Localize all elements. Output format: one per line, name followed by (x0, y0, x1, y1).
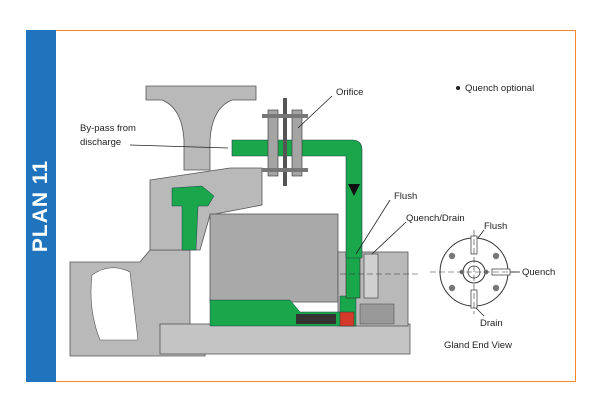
orifice-leader (297, 95, 333, 129)
gland-drain-label: Drain (480, 318, 503, 329)
gland-flush-leader (477, 229, 485, 239)
gland-end-view-label: Gland End View (444, 340, 512, 351)
plan-title-bar (26, 30, 56, 382)
flush-fluid-chamber (171, 185, 215, 251)
bypass-label-line2: discharge (80, 137, 121, 148)
gland-quench-label: Quench (522, 267, 555, 278)
quench-drain-leader (371, 221, 407, 255)
gland-end-view (430, 230, 520, 314)
bypass-pipe (231, 139, 363, 259)
gland-drain-leader (475, 307, 485, 317)
bypass-label-line1: By-pass from (80, 123, 136, 134)
seal-sleeve-detail (359, 303, 395, 325)
bypass-leader (129, 144, 229, 149)
quench-port (363, 253, 379, 299)
quench-optional-label: Quench optional (465, 83, 534, 94)
orifice-flange-left (267, 109, 279, 177)
seal-spring (296, 314, 336, 324)
quench-optional-bullet (456, 86, 460, 90)
flush-port (345, 253, 361, 299)
orifice-bolt-top (262, 114, 308, 118)
orifice-bolt-bottom (262, 168, 308, 172)
seal-gland (209, 213, 339, 303)
orifice-label: Orifice (336, 87, 363, 98)
seal-face-red (339, 311, 355, 327)
gland-flush-label: Flush (484, 221, 507, 232)
quench-drain-label: Quench/Drain (406, 213, 465, 224)
orifice-plate (283, 98, 287, 186)
flush-leader (355, 199, 391, 255)
discharge-flange (145, 85, 257, 171)
flow-arrow (348, 184, 360, 196)
pump-shaft (159, 323, 411, 355)
impeller-cutout (90, 267, 139, 341)
flush-label: Flush (394, 191, 417, 202)
orifice-flange-right (291, 109, 303, 177)
